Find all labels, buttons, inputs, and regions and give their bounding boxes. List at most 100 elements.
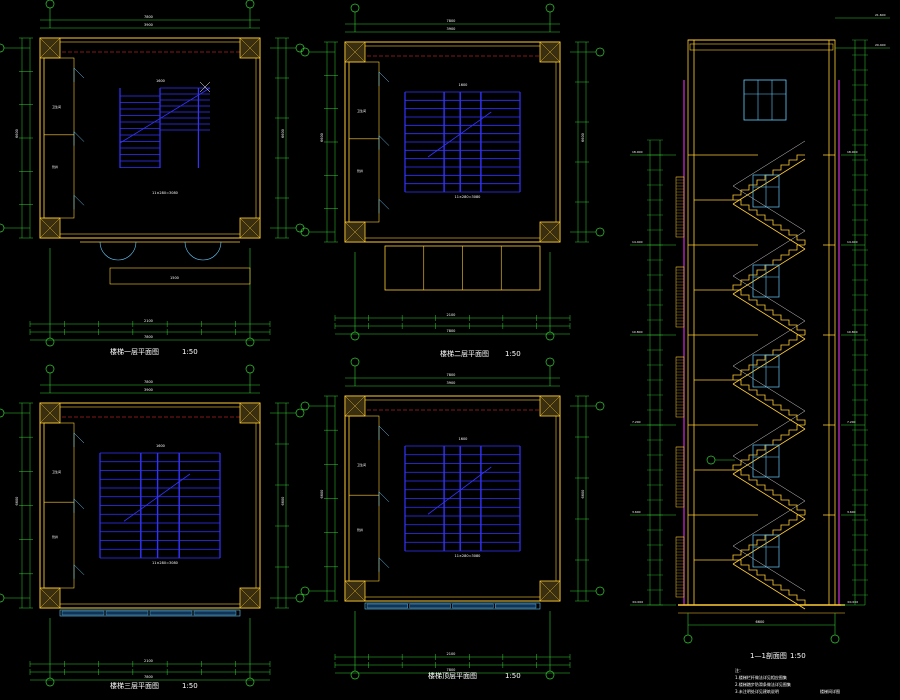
stair-slab <box>732 428 806 475</box>
stair-slab <box>732 248 806 295</box>
plan-4-scale: 1:50 <box>505 672 521 680</box>
column-hatch <box>344 580 366 602</box>
door-swing <box>73 131 85 142</box>
stair-flight-1 <box>733 379 806 425</box>
plan-3-title: 楼梯三层平面图 <box>110 681 159 690</box>
axis-bubble-right <box>595 47 605 57</box>
break-line <box>123 473 191 522</box>
note-line-4: 3.未注明处详见建筑说明 <box>735 688 779 694</box>
x-mark <box>199 81 211 93</box>
window-pane <box>193 610 237 616</box>
axis-bubble-bottom <box>245 677 255 687</box>
window-pane <box>495 603 537 609</box>
break-line <box>119 87 211 144</box>
room-label: 卫生间 <box>357 462 366 467</box>
stair-run-label: 11×280=3080 <box>152 191 178 195</box>
level-label-left: ±0.000 <box>632 600 643 604</box>
door-swing <box>73 564 85 575</box>
room-label: 卫生间 <box>357 108 366 113</box>
handrail <box>732 500 806 547</box>
axis-bubble-top <box>545 357 555 367</box>
axis-bubble-top <box>245 0 255 9</box>
axis-bubble-right <box>295 43 305 53</box>
stair-run-label: 11×280=3080 <box>152 561 178 565</box>
column-hatch <box>39 587 61 609</box>
window-pane <box>61 610 105 616</box>
axis-bubble-top <box>350 3 360 13</box>
stair-flight-2 <box>732 154 805 200</box>
door-swing <box>378 135 390 146</box>
axis-bubble-bottom <box>45 337 55 347</box>
section-right-wall <box>828 39 836 606</box>
left-room <box>43 57 75 219</box>
depth-label-right: 6600 <box>581 133 585 142</box>
axis-bubble-bottom <box>350 670 360 680</box>
axis-bubble-right <box>295 593 305 603</box>
column-hatch <box>344 221 366 243</box>
stair-slab <box>732 203 806 250</box>
level-label: ±0.000 <box>847 600 858 604</box>
handrail <box>732 275 806 322</box>
column-hatch <box>344 41 366 63</box>
level-label: 7.200 <box>847 420 856 424</box>
plan-1-scale: 1:50 <box>182 348 198 356</box>
level-label: 14.400 <box>847 240 858 244</box>
axis-bubble-bottom <box>545 670 555 680</box>
handrail <box>732 185 806 232</box>
stair-slab <box>732 293 806 340</box>
window-strip <box>59 609 241 617</box>
stair-slab <box>732 473 806 520</box>
level-label-left: 10.800 <box>632 330 643 334</box>
axis-bubble-left <box>0 223 5 233</box>
plan-4-title: 楼梯顶层平面图 <box>428 671 477 680</box>
handrail <box>732 230 806 277</box>
door-arc <box>184 241 204 261</box>
column-hatch <box>39 402 61 424</box>
axis-bubble-right <box>595 401 605 411</box>
outer-wall <box>39 402 261 609</box>
door-swing <box>378 199 390 210</box>
handrail <box>732 455 806 502</box>
handrail <box>732 320 806 367</box>
break-line <box>427 111 492 158</box>
window-pane <box>409 603 451 609</box>
note-line-2: 1.楼梯栏杆做法详见相应图集 <box>735 674 787 680</box>
door-swing <box>73 67 85 79</box>
depth-label-right: 6600 <box>281 497 285 506</box>
plan-1-title: 楼梯一层平面图 <box>110 347 159 356</box>
handrail <box>732 410 806 457</box>
top-bay-label: 3900 <box>144 23 153 27</box>
axis-bubble-left <box>300 586 310 596</box>
bottom-window-label: 2100 <box>144 659 153 663</box>
stair-flight-2 <box>732 244 805 290</box>
door-arc <box>117 241 137 261</box>
stair-slab <box>732 338 806 385</box>
stair-flight-2 <box>732 334 805 380</box>
roof-slab <box>689 43 834 51</box>
left-room <box>348 415 380 582</box>
top-width-label: 7800 <box>144 380 153 384</box>
plan-2-title: 楼梯二层平面图 <box>440 349 489 358</box>
outer-wall <box>344 41 561 243</box>
top-window <box>743 79 787 121</box>
stair-flight-1 <box>733 559 806 605</box>
entry-step <box>109 267 251 285</box>
level-label-left: 14.400 <box>632 240 643 244</box>
handrail <box>732 140 806 187</box>
note-line-1: 注： <box>735 667 743 673</box>
depth-label-right: 6600 <box>581 490 585 499</box>
landing-label: 1600 <box>459 437 468 441</box>
section-title: 1—1剖面图 <box>750 651 787 660</box>
axis-bubble-left <box>0 593 5 603</box>
level-label-left: 18.000 <box>632 150 643 154</box>
top-level-label-2: 20.400 <box>875 43 886 47</box>
window-pane <box>105 610 149 616</box>
landing-label: 1600 <box>156 79 165 83</box>
axis-bubble-bottom <box>830 634 840 644</box>
landing-label: 1600 <box>156 444 165 448</box>
window-strip <box>364 602 541 610</box>
door-label: 1500 <box>170 276 179 280</box>
column-hatch <box>539 221 561 243</box>
stair-run-label: 11×280=3080 <box>455 195 481 199</box>
